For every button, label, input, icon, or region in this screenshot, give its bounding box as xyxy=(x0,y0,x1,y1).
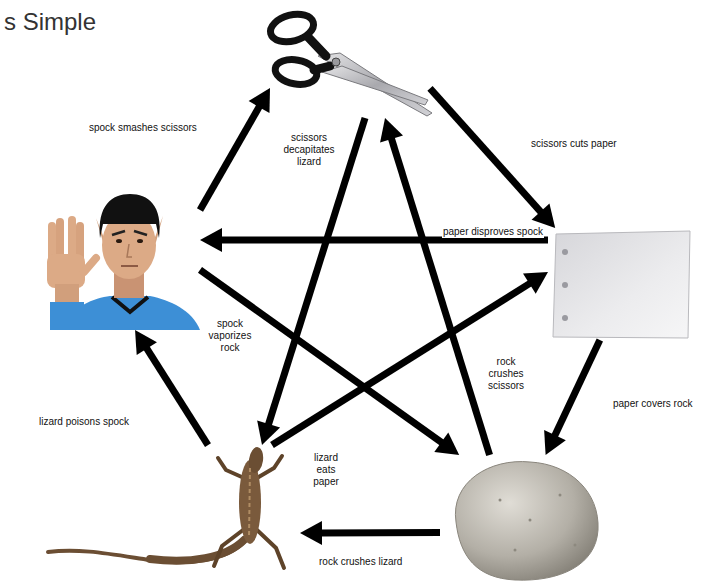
spock-brow xyxy=(134,231,147,235)
arrow-line xyxy=(200,270,443,443)
arrow-line xyxy=(146,347,208,445)
arrow-line xyxy=(272,283,531,445)
lizard-leg xyxy=(257,530,284,568)
edge-label: rock crushes lizard xyxy=(318,556,403,568)
arrow-head xyxy=(544,430,566,455)
arrow-line xyxy=(554,340,600,437)
spock-nose xyxy=(127,244,132,257)
arrow-head xyxy=(380,118,403,143)
arrow-connector xyxy=(200,270,459,455)
rock-shape xyxy=(455,462,598,581)
rock-speck xyxy=(514,549,517,552)
scissors-picture xyxy=(267,10,432,116)
rock-speck xyxy=(499,499,502,502)
edge-label: spock smashes scissors xyxy=(88,122,198,134)
picture-node xyxy=(440,455,600,580)
edge-label: rock crushes scissors xyxy=(480,356,532,392)
arrow-line xyxy=(200,105,260,210)
spock-palm xyxy=(47,254,85,288)
arrow-line xyxy=(320,529,440,536)
picture-node xyxy=(270,8,430,118)
edge-label: lizard eats paper xyxy=(304,452,348,488)
lizard-stripe xyxy=(249,468,250,538)
scissors-blade xyxy=(322,66,428,105)
edge-label: scissors decapitates lizard xyxy=(278,132,340,168)
rock-speck xyxy=(574,544,577,547)
paper-hole xyxy=(562,282,568,288)
spock-eye xyxy=(137,239,143,243)
spock-hair xyxy=(100,194,160,238)
rock-speck xyxy=(559,494,562,497)
arrow-head xyxy=(300,521,322,545)
picture-node xyxy=(200,445,300,580)
arrow-line xyxy=(391,137,490,455)
scissors-handle xyxy=(308,37,326,56)
picture-node xyxy=(548,228,692,340)
spock-mouth xyxy=(121,265,138,267)
paper-picture xyxy=(553,231,690,338)
arrow-connector xyxy=(380,118,490,455)
rock-picture xyxy=(455,462,598,581)
rock-speck xyxy=(529,519,532,522)
spock-brow xyxy=(112,231,125,235)
spock-sleeve xyxy=(50,302,84,330)
lizard-leg xyxy=(218,458,244,478)
spock-collar xyxy=(112,297,148,312)
arrow-connector xyxy=(430,88,555,228)
lizard-tail xyxy=(150,540,244,561)
edge-label: spock vaporizes rock xyxy=(204,318,256,354)
paper-sheet xyxy=(553,231,690,338)
arrow-head xyxy=(532,204,556,228)
edge-label: scissors cuts paper xyxy=(530,138,618,150)
arrow-line xyxy=(430,88,542,213)
scissors-handle xyxy=(314,66,330,70)
edge-label: paper covers rock xyxy=(612,398,693,410)
paper-hole xyxy=(562,249,568,255)
edge-label: paper disproves spock xyxy=(442,226,544,238)
arrow-connector xyxy=(300,521,440,545)
arrow-head xyxy=(523,272,548,294)
arrow-connector xyxy=(544,340,600,455)
arrow-head xyxy=(249,88,270,113)
title: s Simple xyxy=(4,8,96,36)
lizard-leg xyxy=(214,530,243,566)
paper-hole xyxy=(562,315,568,321)
spock-eye xyxy=(116,239,122,243)
scissors-pivot xyxy=(332,58,340,66)
arrow-head xyxy=(200,228,222,252)
edge-label: lizard poisons spock xyxy=(38,416,130,428)
arrow-connector xyxy=(135,330,208,445)
arrow-connector xyxy=(200,88,270,210)
scissors-blade xyxy=(318,53,432,116)
arrow-head xyxy=(434,432,459,455)
picture-node xyxy=(40,190,200,330)
lizard-body xyxy=(239,460,261,544)
spock-thumb xyxy=(84,258,96,272)
spock-picture xyxy=(47,194,200,330)
lizard-picture xyxy=(48,446,284,568)
arrow-head xyxy=(135,330,157,355)
